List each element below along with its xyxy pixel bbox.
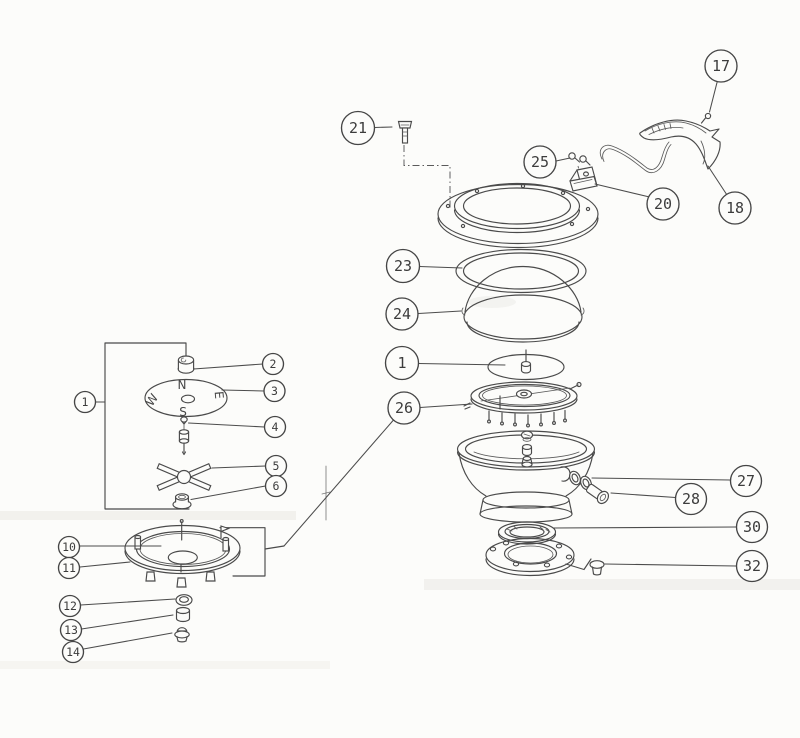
plug-part-32 xyxy=(589,560,605,576)
float-cap-part-2 xyxy=(177,355,195,374)
leader-lines xyxy=(79,81,737,650)
nut-part-12 xyxy=(175,594,193,606)
svg-text:24: 24 xyxy=(393,305,411,323)
lamp-wire xyxy=(599,141,672,174)
svg-text:26: 26 xyxy=(395,399,413,417)
card-disc-part-1 xyxy=(487,349,565,381)
pivot-part-4 xyxy=(178,416,190,456)
trunnion-right xyxy=(569,384,579,390)
svg-text:28: 28 xyxy=(682,490,700,508)
drain-boss xyxy=(560,466,571,482)
flange-tab xyxy=(565,558,592,571)
magnet-bars-part-5 xyxy=(156,463,212,491)
svg-text:30: 30 xyxy=(743,518,761,536)
bezel-gasket-part-23 xyxy=(455,248,587,294)
svg-text:2: 2 xyxy=(270,357,277,371)
screw-part-17 xyxy=(700,112,712,124)
svg-text:18: 18 xyxy=(726,199,744,217)
svg-text:3: 3 xyxy=(271,384,278,398)
svg-text:11: 11 xyxy=(62,561,76,575)
svg-text:14: 14 xyxy=(66,645,80,659)
callout-21: 21 xyxy=(340,110,376,146)
gimbal-post-left xyxy=(134,534,142,550)
callout-5: 5 xyxy=(264,454,288,478)
svg-text:6: 6 xyxy=(273,479,280,493)
east-label: E xyxy=(212,391,227,400)
screw-part-21 xyxy=(397,120,413,144)
north-label: N xyxy=(178,378,187,392)
base-flange xyxy=(485,537,592,577)
svg-text:13: 13 xyxy=(64,623,78,637)
dome-part-24 xyxy=(461,265,585,343)
svg-text:20: 20 xyxy=(654,195,672,213)
bushing-part-13 xyxy=(175,606,191,623)
callout-1-right: 1 xyxy=(384,345,420,381)
gimbal-post-right xyxy=(222,536,230,552)
callout-23: 23 xyxy=(385,248,421,284)
callout-13: 13 xyxy=(59,618,83,642)
svg-text:23: 23 xyxy=(394,257,412,275)
callout-6: 6 xyxy=(264,474,288,498)
card-kit-bracket xyxy=(104,342,190,510)
callouts: 1 2 3 4 5 6 10 11 12 13 14 xyxy=(57,49,769,664)
callout-3: 3 xyxy=(263,379,286,403)
svg-text:17: 17 xyxy=(712,57,730,75)
callout-4: 4 xyxy=(263,415,287,439)
centerline-21 xyxy=(403,145,451,208)
svg-text:21: 21 xyxy=(349,119,367,137)
gimbal-ring-part-26 xyxy=(463,381,582,428)
svg-text:12: 12 xyxy=(63,599,77,613)
float-stack-parts xyxy=(520,430,534,468)
top-flange-ring xyxy=(437,182,599,249)
callout-28: 28 xyxy=(674,482,708,516)
svg-text:4: 4 xyxy=(272,420,279,434)
callout-24: 24 xyxy=(385,297,419,331)
pivot-cup-part-6 xyxy=(172,493,192,510)
svg-text:5: 5 xyxy=(273,459,280,473)
svg-text:25: 25 xyxy=(531,153,549,171)
plug-part-14 xyxy=(174,627,190,643)
callout-1-left: 1 xyxy=(73,390,97,414)
svg-text:1: 1 xyxy=(82,395,89,409)
svg-text:32: 32 xyxy=(743,557,761,575)
gimbal-pins xyxy=(487,409,567,428)
lamp-bracket-part-20 xyxy=(569,166,598,192)
callout-2: 2 xyxy=(261,352,285,376)
svg-text:27: 27 xyxy=(737,472,755,490)
callout-25: 25 xyxy=(523,145,557,179)
callout-30: 30 xyxy=(735,510,769,544)
o-rings-part-27 xyxy=(569,470,592,491)
scan-artifacts xyxy=(0,296,800,669)
callout-18: 18 xyxy=(718,191,752,225)
callout-32: 32 xyxy=(735,549,769,583)
svg-text:10: 10 xyxy=(62,540,76,554)
callout-14: 14 xyxy=(61,640,85,664)
hood-part-18 xyxy=(639,119,721,170)
gimbal-ring-assembly xyxy=(124,519,241,588)
callout-27: 27 xyxy=(729,464,763,498)
south-label: S xyxy=(179,405,187,419)
base-bolt-holes xyxy=(489,540,573,568)
ring-bracket xyxy=(219,525,285,577)
callout-26: 26 xyxy=(387,391,421,425)
callout-20: 20 xyxy=(646,187,680,221)
callout-17: 17 xyxy=(704,49,738,83)
callout-12: 12 xyxy=(58,594,82,618)
flange-screw-holes xyxy=(445,183,591,229)
callout-10: 10 xyxy=(57,535,81,559)
callout-11: 11 xyxy=(57,556,81,580)
compass-card-part-3: N S W E xyxy=(143,378,228,419)
svg-text:1: 1 xyxy=(397,354,406,372)
drain-screw-part-28 xyxy=(585,483,610,505)
